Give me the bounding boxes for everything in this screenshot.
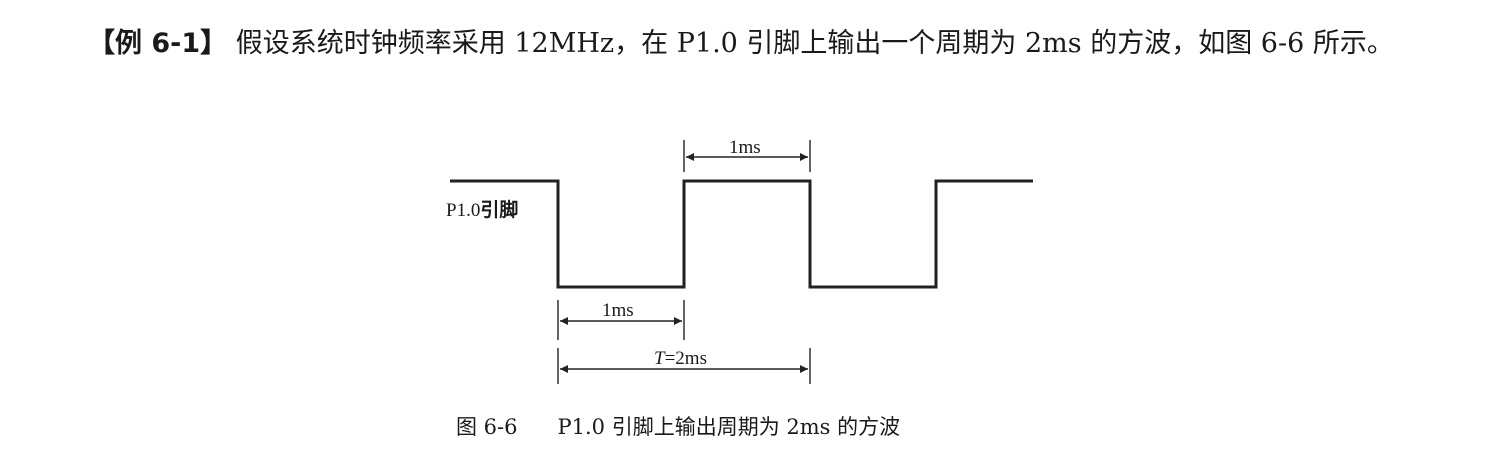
- pin-label: P1.0引脚: [446, 199, 518, 221]
- dim-low-label: 1ms: [602, 300, 634, 321]
- figure-caption-number: 图 6-6: [456, 415, 518, 439]
- example-text: 假设系统时钟频率采用 12MHz，在 P1.0 引脚上输出一个周期为 2ms 的…: [235, 28, 1394, 59]
- figure-caption-text: P1.0 引脚上输出周期为 2ms 的方波: [557, 415, 901, 439]
- example-paragraph: 【例 6-1】 假设系统时钟频率采用 12MHz，在 P1.0 引脚上输出一个周…: [48, 20, 1478, 68]
- dim-high-label: 1ms: [729, 137, 761, 158]
- example-label: 【例 6-1】: [88, 28, 228, 59]
- dim-period-label: T=2ms: [654, 348, 707, 369]
- figure-caption: 图 6-6 P1.0 引脚上输出周期为 2ms 的方波: [456, 413, 900, 441]
- square-wave-signal: [450, 179, 1033, 289]
